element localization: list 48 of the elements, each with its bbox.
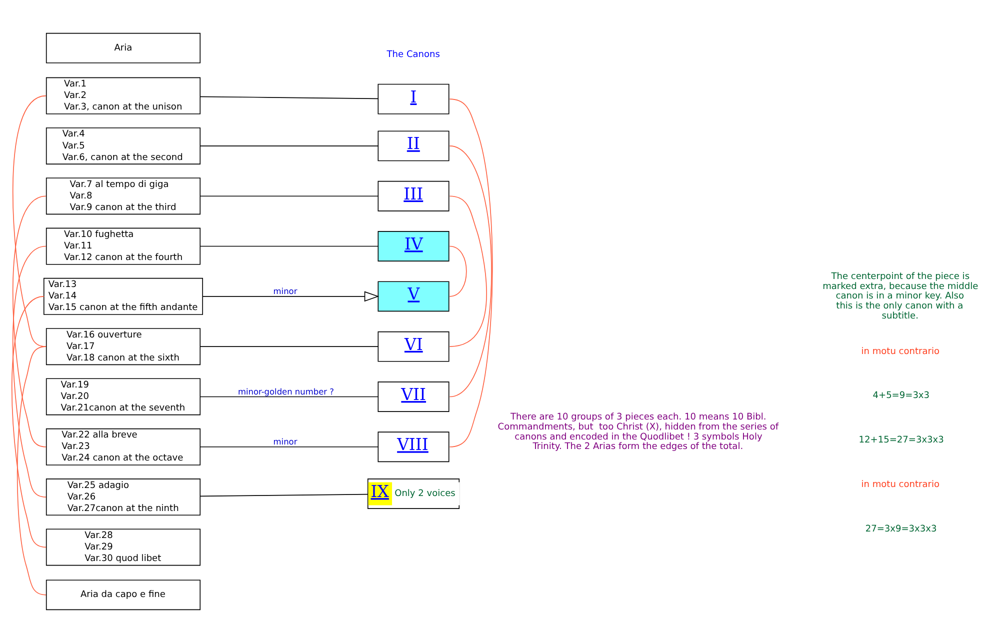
node-box: Var.25 adagio Var.26 Var.27canon at the ninth [46, 478, 201, 516]
node-box: II [378, 130, 450, 161]
connector [449, 145, 492, 397]
connector [12, 245, 46, 497]
node-box: III [378, 180, 450, 211]
connector [16, 346, 46, 595]
label: There are 10 groups of 3 pieces each. 10 means 10 Bibl. Commandments, but too Christ (X), hidden from the series of canons and encoded in the Quodlibet ! 3 symbols Holy Trinity. The 2 Arias form the edges of the total. [498, 412, 779, 452]
node-box: IV [378, 230, 450, 261]
connector [449, 195, 487, 346]
connector [200, 493, 368, 496]
label: 27=3x9=3x3x3 [865, 524, 937, 534]
connector [449, 245, 467, 296]
edge-label: minor [273, 436, 298, 446]
node-box: Var.4 Var.5 Var.6, canon at the second [46, 126, 201, 164]
connector [200, 145, 378, 146]
connector [11, 296, 46, 548]
node-box: Var.13 Var.14 Var.15 canon at the fifth andante [43, 277, 203, 314]
label: in motu contrario [861, 480, 940, 490]
node-box: VII [378, 381, 450, 412]
node-box: V [378, 280, 450, 312]
node-box: Var.19 Var.20 Var.21canon at the seventh [46, 378, 201, 415]
label: The centerpoint of the piece is marked extra, because the middle canon is in a minor key. Also this is the only canon with a subtitle. [822, 271, 978, 321]
edge-label: minor [273, 285, 298, 296]
node-box: Var.7 al tempo di giga Var.8 Var.9 canon at the third [46, 177, 201, 214]
label: The Canons [386, 49, 440, 60]
connector [12, 195, 46, 447]
node-box: Var.22 alla breve Var.23 Var.24 canon at the octave [46, 428, 201, 465]
connector [12, 94, 46, 346]
node-box: Aria da capo e fine [46, 579, 201, 610]
label: in motu contrario [861, 346, 940, 356]
connector [200, 245, 378, 246]
connector [449, 98, 493, 447]
node-box: Var.28 Var.29 Var.30 quod libet [46, 528, 201, 566]
connector [200, 96, 378, 99]
node-box: Aria [46, 32, 201, 63]
connector [200, 195, 378, 196]
node-box: Var.16 ouverture Var.17 Var.18 canon at the sixth [46, 328, 201, 365]
node-box: Var.1 Var.2 Var.3, canon at the unison [46, 76, 201, 114]
arrow [202, 290, 380, 302]
node-box: I [378, 83, 450, 114]
node-box: Var.10 fughetta Var.11 Var.12 canon at the fourth [46, 227, 201, 264]
node-box: VIII [378, 431, 450, 462]
connector [200, 446, 378, 447]
label: 12+15=27=3x3x3 [858, 435, 944, 446]
node-box: VI [378, 330, 450, 362]
connector [200, 396, 378, 397]
edge-label: minor-golden number ? [238, 386, 334, 396]
label: 4+5=9=3x3 [872, 390, 930, 401]
